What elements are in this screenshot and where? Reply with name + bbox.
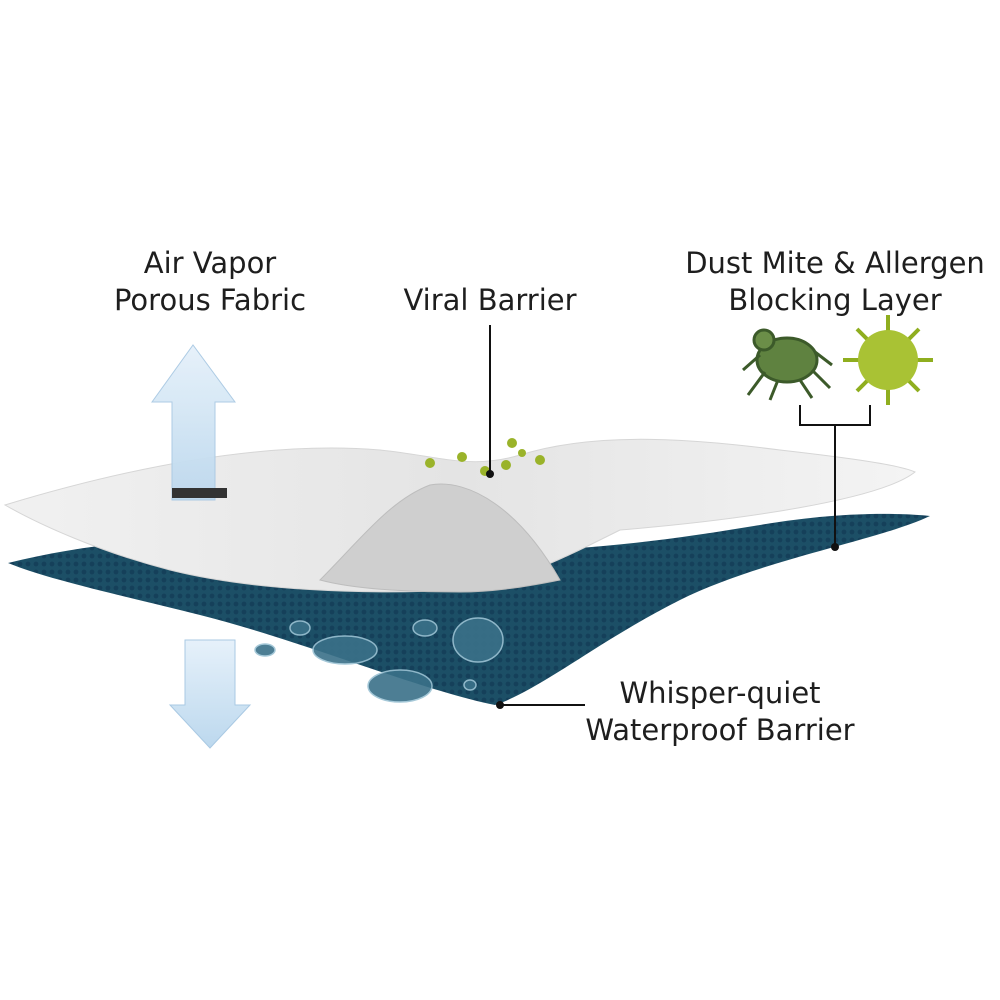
viral-barrier-label: Viral Barrier [370,282,610,319]
dust-mite-line2: Blocking Layer [728,283,942,317]
air-vapor-line2: Porous Fabric [113,283,307,317]
viral-leader-dot [486,470,494,478]
water-droplets [254,617,504,703]
air-vapor-label: Air Vapor Porous Fabric [85,245,335,319]
allergen-leader-dot [831,543,839,551]
waterproof-line2: Waterproof Barrier [585,713,855,747]
waterproof-leader-dot [496,701,504,709]
waterproof-barrier-label: Whisper-quiet Waterproof Barrier [560,675,880,749]
viral-line1: Viral Barrier [403,283,577,317]
air-vapor-line1: Air Vapor [143,246,277,280]
arrow-up-icon [151,344,236,501]
arrow-slot [172,488,227,498]
dust-mite-icon [742,328,833,401]
allergen-icon [843,315,933,405]
dust-mite-label: Dust Mite & Allergen Blocking Layer [665,245,1000,319]
dust-mite-line1: Dust Mite & Allergen [685,246,985,280]
arrow-down-icon [168,639,252,749]
virus-particles-icon [425,438,545,476]
waterproof-line1: Whisper-quiet [619,676,821,710]
leader-lines [489,325,871,706]
peeled-corner [319,483,561,593]
